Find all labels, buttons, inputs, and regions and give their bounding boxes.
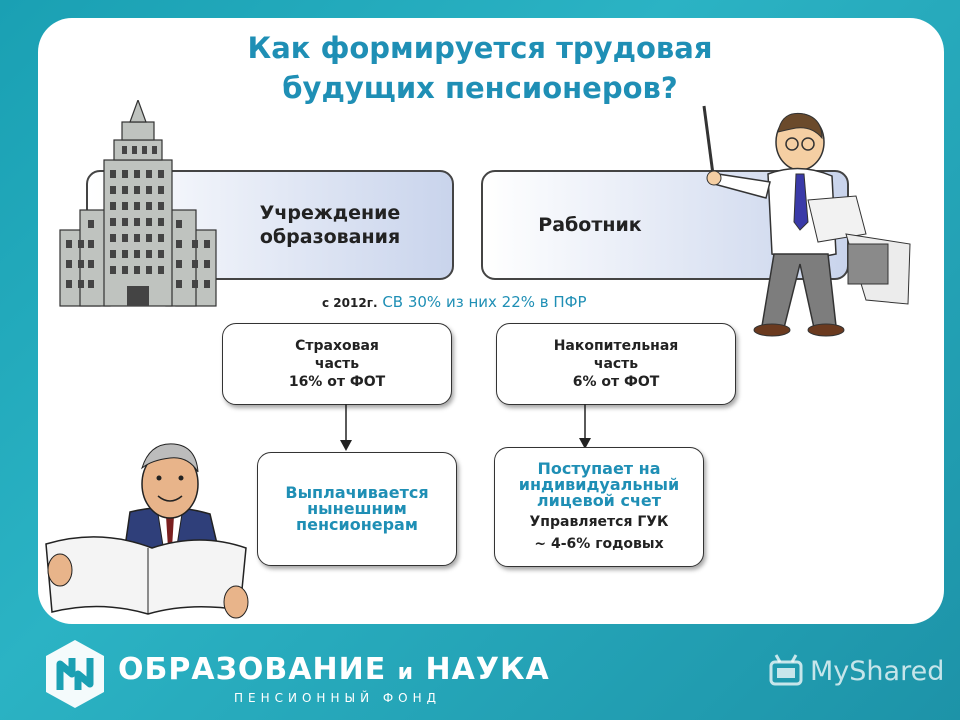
watermark-text: MyShared bbox=[810, 656, 944, 687]
contribution-note: с 2012г. СВ 30% из них 22% в ПФР bbox=[322, 293, 587, 311]
arrow-insurance-to-payout bbox=[338, 404, 354, 452]
funded-line-1: Накопительная bbox=[554, 337, 679, 355]
funded-line-3: 6% от ФОТ bbox=[573, 373, 660, 391]
brand-word-1: ОБРАЗОВАНИЕ bbox=[118, 652, 386, 687]
presenter-illustration bbox=[696, 104, 918, 340]
newspaper-reader-illustration bbox=[40, 432, 260, 622]
institution-line-2: образования bbox=[260, 225, 401, 249]
watermark: MyShared bbox=[768, 654, 944, 688]
building-illustration bbox=[52, 100, 224, 310]
payout-box: Выплачивается нынешним пенсионерам bbox=[257, 452, 457, 566]
funded-part-box: Накопительная часть 6% от ФОТ bbox=[496, 323, 736, 405]
slide-title: Как формируется трудовая будущих пенсион… bbox=[160, 28, 800, 108]
institution-line-1: Учреждение bbox=[260, 201, 401, 225]
logo-icon bbox=[42, 638, 108, 710]
funded-line-2: часть bbox=[594, 355, 638, 373]
account-line-4: Управляется ГУК bbox=[530, 513, 669, 531]
brand-subtitle: ПЕНСИОННЫЙ ФОНД bbox=[234, 691, 441, 705]
title-line-2: будущих пенсионеров? bbox=[160, 68, 800, 108]
insurance-line-1: Страховая bbox=[295, 337, 379, 355]
insurance-line-2: часть bbox=[315, 355, 359, 373]
note-text: СВ 30% из них 22% в ПФР bbox=[382, 293, 586, 311]
account-line-3: лицевой счет bbox=[537, 493, 661, 509]
brand-word-and: и bbox=[398, 660, 414, 685]
payout-line-3: пенсионерам bbox=[296, 517, 418, 533]
brand-name: ОБРАЗОВАНИЕ и НАУКА bbox=[118, 652, 550, 687]
account-line-5: ~ 4-6% годовых bbox=[534, 535, 663, 553]
title-line-1: Как формируется трудовая bbox=[160, 28, 800, 68]
brand-word-2: НАУКА bbox=[426, 652, 550, 687]
arrow-funded-to-account bbox=[577, 404, 593, 450]
insurance-part-box: Страховая часть 16% от ФОТ bbox=[222, 323, 452, 405]
watermark-icon bbox=[768, 654, 804, 688]
note-prefix: с 2012г. bbox=[322, 296, 378, 310]
individual-account-box: Поступает на индивидуальный лицевой счет… bbox=[494, 447, 704, 567]
worker-label: Работник bbox=[538, 213, 641, 237]
insurance-line-3: 16% от ФОТ bbox=[289, 373, 385, 391]
